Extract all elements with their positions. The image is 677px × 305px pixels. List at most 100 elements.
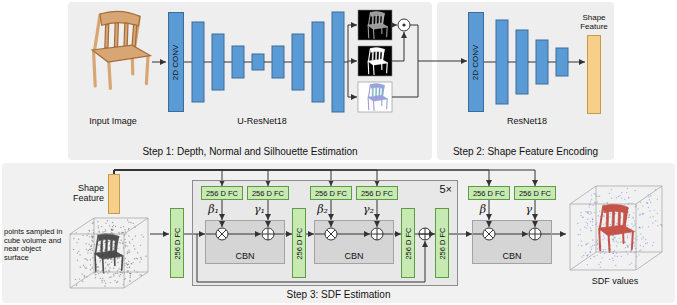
sample-point bbox=[139, 261, 140, 262]
cbn-block: CBN bbox=[205, 220, 285, 264]
sample-point bbox=[610, 224, 611, 225]
sample-point bbox=[642, 213, 643, 214]
sample-point bbox=[84, 276, 85, 277]
connector bbox=[306, 234, 314, 235]
edge-label: γ₁ bbox=[254, 204, 265, 216]
sample-point bbox=[587, 211, 588, 212]
sample-point bbox=[614, 237, 615, 238]
cube-edge bbox=[636, 204, 637, 270]
sample-point bbox=[127, 264, 128, 265]
sample-point bbox=[91, 240, 92, 241]
network-layer bbox=[232, 46, 244, 78]
flow-wire bbox=[314, 234, 325, 235]
sample-point bbox=[639, 227, 640, 228]
sample-point bbox=[618, 196, 619, 197]
sample-point bbox=[128, 235, 129, 236]
sample-point bbox=[631, 262, 632, 263]
add-symbol bbox=[371, 228, 383, 240]
cube-edge bbox=[70, 234, 71, 288]
chair-leg bbox=[373, 29, 375, 39]
sample-point bbox=[602, 257, 603, 258]
sample-point bbox=[585, 222, 586, 223]
sample-point bbox=[109, 282, 110, 283]
sample-point bbox=[140, 257, 141, 258]
sample-point bbox=[648, 196, 649, 197]
symbol-stroke bbox=[529, 228, 541, 240]
sample-point bbox=[621, 192, 622, 193]
sample-point bbox=[594, 193, 595, 194]
sample-point bbox=[141, 259, 142, 260]
cube-edge bbox=[570, 270, 636, 271]
sample-point bbox=[132, 262, 133, 263]
sample-point bbox=[639, 227, 640, 228]
sample-point bbox=[133, 245, 134, 246]
sample-point bbox=[640, 214, 641, 215]
fc-layer: 256 D FC bbox=[292, 208, 306, 278]
estimate-chair bbox=[368, 47, 388, 74]
sample-point bbox=[641, 238, 642, 239]
sample-point bbox=[596, 244, 597, 245]
chair-part bbox=[92, 45, 150, 62]
sample-point bbox=[614, 250, 615, 251]
sample-point bbox=[114, 280, 115, 281]
node-text: Shape Feature bbox=[60, 184, 104, 204]
chair-part bbox=[382, 52, 384, 60]
sample-point bbox=[113, 275, 114, 276]
sample-point bbox=[609, 193, 610, 194]
sample-point bbox=[135, 235, 136, 236]
sample-point bbox=[643, 213, 644, 214]
estimate-chair bbox=[368, 83, 388, 110]
flow-arrow bbox=[348, 61, 357, 62]
sample-point bbox=[117, 248, 118, 249]
sample-point bbox=[587, 243, 588, 244]
sample-point bbox=[613, 240, 614, 241]
cube-edge bbox=[570, 252, 596, 270]
sample-point bbox=[117, 262, 118, 263]
sample-point bbox=[587, 219, 588, 220]
sample-point bbox=[631, 250, 632, 251]
sample-point bbox=[616, 240, 617, 241]
sample-point bbox=[121, 232, 122, 233]
chair-part bbox=[612, 211, 614, 226]
sample-point bbox=[120, 227, 121, 228]
sample-point bbox=[94, 274, 95, 275]
sample-point bbox=[580, 234, 581, 235]
chair-part bbox=[370, 11, 384, 16]
sample-point bbox=[634, 223, 635, 224]
sample-point bbox=[129, 280, 130, 281]
node-text: 256 D FC bbox=[473, 189, 505, 198]
sample-point bbox=[99, 244, 100, 245]
sample-point bbox=[639, 227, 640, 228]
sample-point bbox=[607, 202, 608, 203]
network-layer bbox=[332, 12, 344, 112]
chair-leg bbox=[94, 52, 96, 86]
sample-point bbox=[97, 266, 98, 267]
sample-point bbox=[603, 216, 604, 217]
chair-part bbox=[603, 204, 628, 213]
sample-point bbox=[110, 276, 111, 277]
flow-wire bbox=[284, 62, 292, 63]
sample-point bbox=[90, 245, 91, 246]
connector bbox=[114, 170, 377, 186]
sample-point bbox=[614, 237, 615, 238]
sample-point bbox=[115, 226, 116, 227]
sample-point bbox=[591, 217, 592, 218]
flow-arrow bbox=[348, 97, 357, 98]
sample-point bbox=[613, 239, 614, 240]
cube-edge bbox=[570, 204, 636, 205]
sample-point bbox=[598, 215, 599, 216]
sample-point bbox=[143, 236, 144, 237]
sample-point bbox=[594, 212, 595, 213]
chair-part bbox=[598, 225, 634, 235]
network-layer bbox=[272, 46, 284, 78]
node-text: Step 3: SDF Estimation bbox=[287, 289, 391, 300]
sample-point bbox=[616, 197, 617, 198]
sample-point bbox=[628, 197, 629, 198]
sample-point bbox=[592, 219, 593, 220]
sample-point bbox=[89, 230, 90, 231]
cube-edge bbox=[636, 186, 662, 204]
sample-point bbox=[109, 245, 110, 246]
sample-point bbox=[141, 234, 142, 235]
flow-wire bbox=[304, 62, 312, 63]
conv-block: 2D CONV bbox=[468, 12, 484, 112]
